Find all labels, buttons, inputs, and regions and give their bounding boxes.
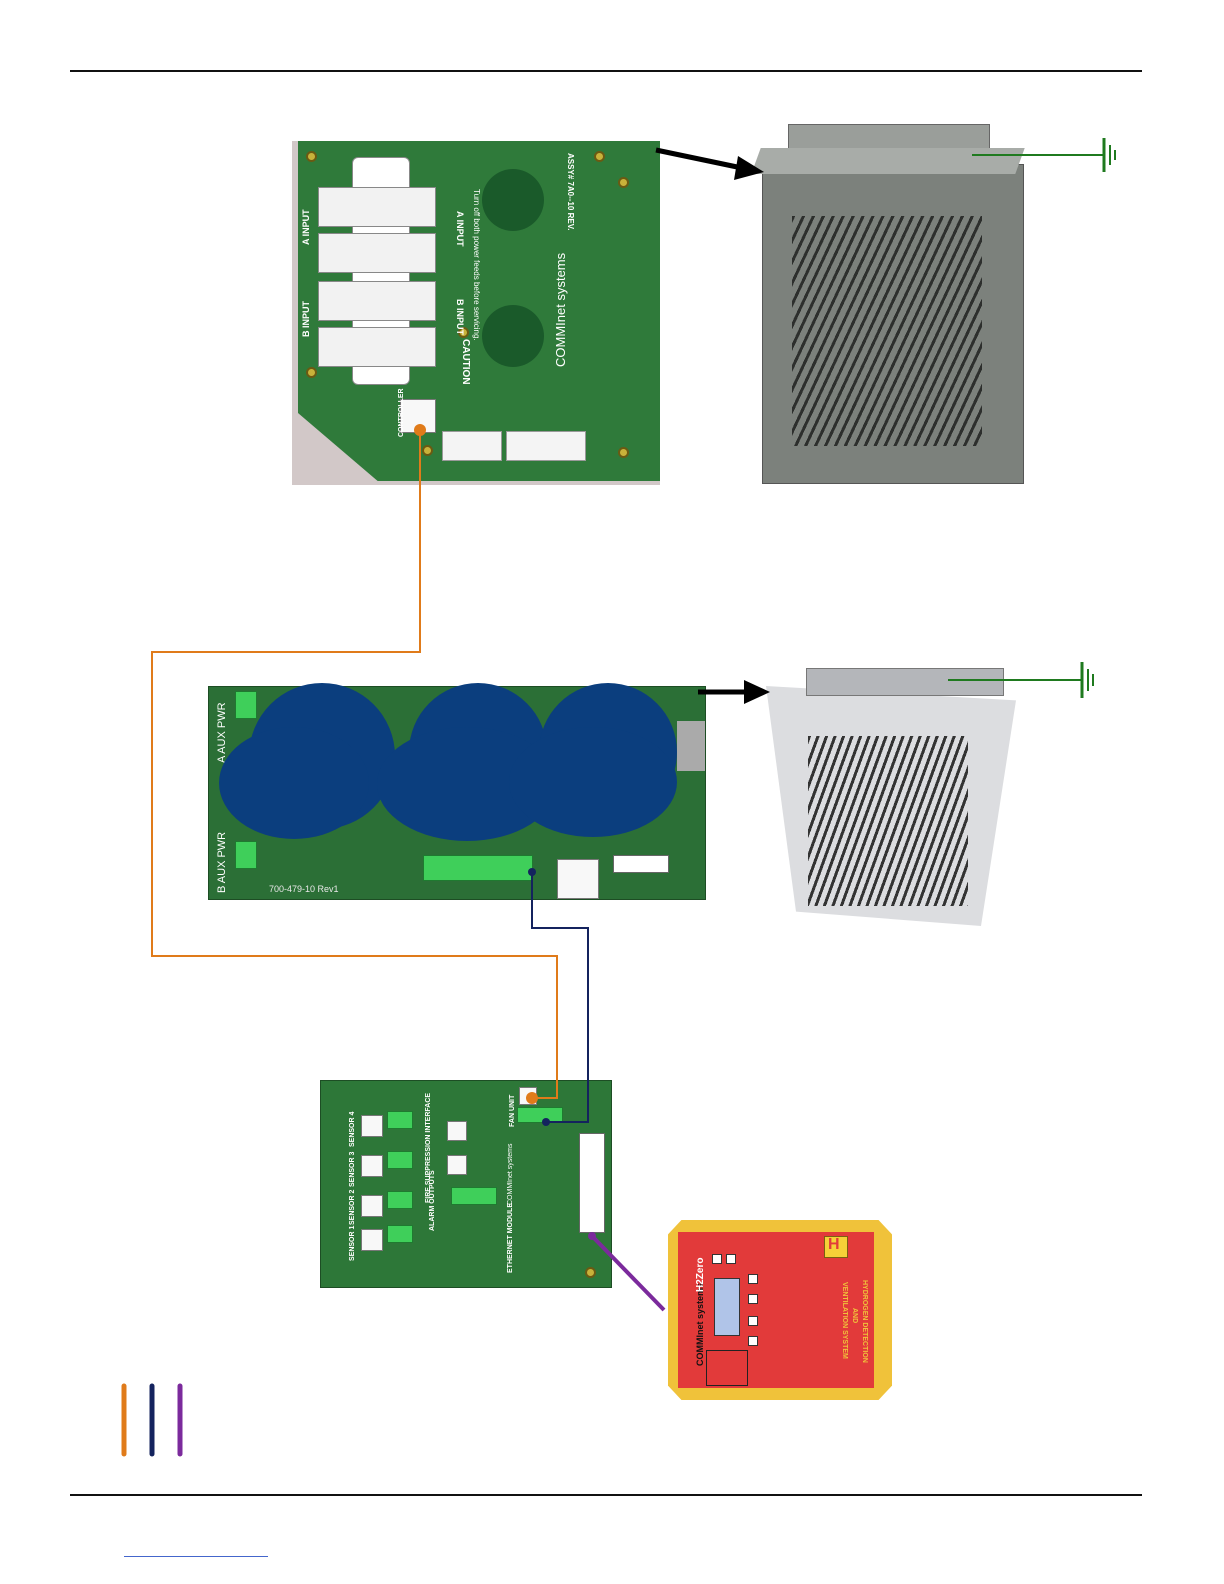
display-brand: COMMInet systems <box>696 1283 705 1366</box>
brand-label: COMMInet systems <box>554 253 567 367</box>
connector-header <box>442 431 502 461</box>
controller-label: CONTROLLER <box>398 388 405 437</box>
fan-board-rj-port[interactable] <box>557 859 599 899</box>
capacitor <box>482 305 544 367</box>
power-board: A INPUT B INPUT A INPUT B INPUT ASSY# 7A… <box>292 141 660 485</box>
h-logo-letter: H <box>828 1236 840 1254</box>
mount-hole <box>594 151 605 162</box>
sensor-2-label: SENSOR 2 <box>349 1190 356 1225</box>
mount-hole <box>422 445 433 456</box>
system-line-2: AND <box>851 1308 858 1323</box>
a-input-terminal <box>318 233 436 273</box>
system-line-1: HYDROGEN DETECTION <box>861 1280 868 1363</box>
a-input-terminal <box>318 187 436 227</box>
fire-suppression-port[interactable] <box>447 1121 467 1141</box>
sensor-terminal <box>387 1151 413 1169</box>
fan-unit-terminal <box>517 1107 563 1123</box>
mount-hole <box>306 151 317 162</box>
alarm-output-terminal <box>451 1187 497 1205</box>
fan-board: A AUX PWR B AUX PWR 700-479-10 Rev1 <box>208 686 706 900</box>
sensor-2-port[interactable] <box>361 1195 383 1217</box>
caution-text: Turn off both power feeds before servici… <box>472 189 480 341</box>
a-input-label-right: A INPUT <box>455 211 464 247</box>
aux-pwr-bottom-label: B AUX PWR <box>217 832 228 893</box>
display-ribbon-connector <box>579 1133 605 1233</box>
sensor-terminal <box>387 1225 413 1243</box>
assy-label: ASSY# 7A0--10 REV. <box>566 153 574 231</box>
connector-header <box>506 431 586 461</box>
aux-pwr-connector <box>235 841 257 869</box>
vent-grille <box>792 216 982 446</box>
footer-rule <box>70 1494 1142 1496</box>
mount-hole <box>618 447 629 458</box>
fan-board-part-label: 700-479-10 Rev1 <box>269 885 339 894</box>
header-rule <box>70 70 1142 72</box>
sensor-terminal <box>387 1111 413 1129</box>
sensor-3-port[interactable] <box>361 1155 383 1177</box>
mount-hole <box>585 1267 596 1278</box>
enclosure-mount-bracket <box>806 668 1004 696</box>
status-led-box <box>706 1350 748 1386</box>
vent-grille <box>808 736 968 906</box>
capacitor <box>219 727 369 839</box>
controller-board: SENSOR 4 SENSOR 3 SENSOR 2 SENSOR 1 FIRE… <box>320 1080 612 1288</box>
lcd-screen <box>714 1278 740 1336</box>
mount-hole <box>618 177 629 188</box>
b-input-label-left: B INPUT <box>302 301 311 337</box>
sensor-1-label: SENSOR 1 <box>349 1226 356 1261</box>
a-input-label-left: A INPUT <box>302 209 311 245</box>
enclosure-mount-bracket <box>788 124 990 150</box>
fan-unit-port[interactable] <box>519 1087 537 1105</box>
footer-link-underline[interactable] <box>124 1556 268 1557</box>
b-input-label-right: B INPUT <box>455 299 464 335</box>
panel-button[interactable] <box>726 1254 736 1264</box>
mount-hole <box>306 367 317 378</box>
controller-brand-label: COMMInet systems <box>507 1144 514 1205</box>
controller-port[interactable] <box>400 399 436 433</box>
capacitor <box>482 169 544 231</box>
sensor-1-port[interactable] <box>361 1229 383 1251</box>
panel-button[interactable] <box>748 1316 758 1326</box>
sensor-3-label: SENSOR 3 <box>349 1152 356 1187</box>
sensor-4-label: SENSOR 4 <box>349 1112 356 1147</box>
h2zero-display-panel: H COMMInet systems H2Zero HYDROGEN DETEC… <box>668 1220 892 1400</box>
aux-pwr-top-label: A AUX PWR <box>217 702 228 763</box>
fan-terminal-block <box>423 855 533 881</box>
fan-unit-enclosure <box>760 666 1020 936</box>
b-input-terminal <box>318 281 436 321</box>
panel-button[interactable] <box>748 1294 758 1304</box>
header-strip <box>613 855 669 873</box>
power-unit-enclosure <box>752 124 1020 484</box>
aux-pwr-connector <box>235 691 257 719</box>
ethernet-module-label: ETHERNET MODULE <box>507 1203 514 1273</box>
alarm-outputs-label: ALARM OUTPUTS <box>429 1170 436 1231</box>
panel-button[interactable] <box>748 1274 758 1284</box>
capacitor <box>509 727 677 837</box>
panel-button[interactable] <box>748 1336 758 1346</box>
arrow-power-to-enclosure <box>656 150 742 168</box>
enclosure-top <box>751 148 1024 174</box>
display-product: H2Zero <box>696 1258 706 1292</box>
fire-suppression-port[interactable] <box>447 1155 467 1175</box>
b-input-terminal <box>318 327 436 367</box>
heatsink <box>677 721 705 771</box>
fan-unit-label: FAN UNIT <box>509 1095 516 1127</box>
panel-button[interactable] <box>712 1254 722 1264</box>
sensor-4-port[interactable] <box>361 1115 383 1137</box>
caution-label: CAUTION <box>460 339 470 385</box>
sensor-terminal <box>387 1191 413 1209</box>
system-line-3: VENTILATION SYSTEM <box>841 1282 848 1359</box>
